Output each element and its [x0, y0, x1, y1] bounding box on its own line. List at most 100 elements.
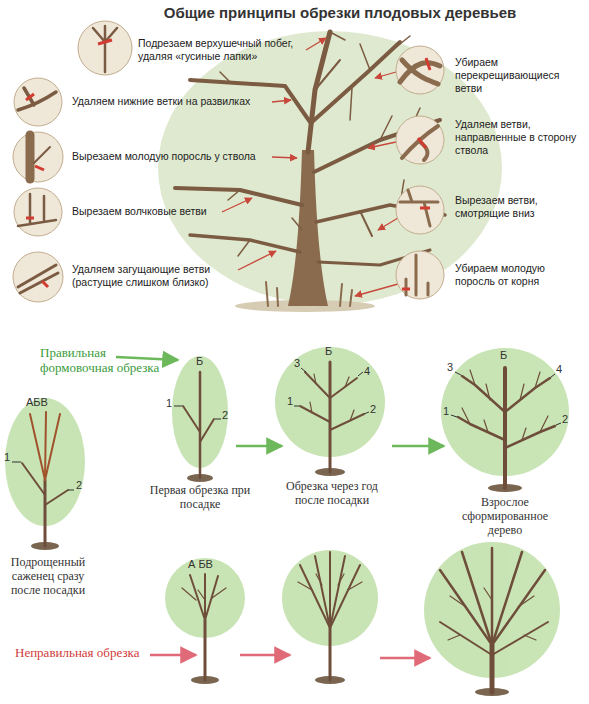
- callout-letter: 1: [287, 396, 293, 407]
- stage-branches: [200, 419, 214, 442]
- detail-icon: [396, 46, 444, 94]
- stage-branches: [182, 588, 196, 600]
- detail-icon: [426, 58, 430, 70]
- detail-icon: [396, 116, 444, 164]
- callout-letter: 3: [294, 358, 300, 369]
- stage-branches: [535, 372, 540, 388]
- leader-arrows: [378, 218, 398, 230]
- stage-branches: [45, 412, 46, 480]
- tree-trunk: [288, 150, 328, 306]
- number-ticks: [68, 490, 74, 491]
- stage-branches: [329, 362, 332, 472]
- number-ticks: [556, 423, 561, 425]
- tree-branches: [360, 211, 372, 236]
- callout-letter: 1: [166, 398, 172, 409]
- detail-icon: [400, 190, 438, 226]
- callout-text: Удаляем ветви, направленные в сторону ст…: [455, 118, 585, 156]
- detail-icon: [13, 252, 63, 302]
- callout-letter: 2: [222, 410, 228, 421]
- detail-icon: [396, 251, 444, 299]
- stage-branches: [199, 372, 202, 478]
- stage-branches: [310, 402, 312, 413]
- stage-branches: [204, 620, 207, 680]
- detail-icon: [14, 188, 62, 236]
- detail-icon: [78, 21, 132, 75]
- leader-arrows: [272, 100, 291, 102]
- stage-branches: [314, 374, 316, 384]
- stage-branches: [329, 628, 332, 680]
- stage-branches: [448, 635, 460, 640]
- detail-icon: [396, 46, 444, 94]
- stage-branches: [330, 414, 364, 430]
- callout-text: Удаляем загущающие ветви (растущие слишк…: [72, 263, 237, 289]
- stage-arrows: [116, 357, 444, 658]
- detail-icon: [78, 21, 132, 75]
- stage-branches: [524, 635, 536, 640]
- stage-branches: [45, 490, 68, 505]
- detail-icon: [14, 78, 62, 126]
- callout-text: Убираем молодую поросль от корня: [455, 262, 585, 288]
- stage-branches: [505, 426, 555, 448]
- stage-branches: [22, 362, 555, 692]
- stage-branches: [450, 596, 466, 607]
- callout-letter: 2: [76, 480, 82, 491]
- stage-branches: [540, 416, 548, 432]
- stage-branches: [345, 377, 349, 387]
- detail-icon: [402, 288, 410, 291]
- tree-branches: [190, 235, 300, 252]
- number-ticks: [12, 368, 561, 490]
- detail-icon: [98, 40, 112, 44]
- stage-arrows: [392, 445, 444, 448]
- detail-icon: [400, 60, 440, 84]
- callout-letter: АБВ: [26, 397, 48, 408]
- detail-icon: [402, 126, 438, 160]
- leader-arrows: [355, 284, 398, 296]
- callout-letter: Б: [500, 350, 507, 361]
- callout-letter: 4: [364, 366, 370, 377]
- tree-branches: [340, 284, 342, 306]
- stage-branches: [522, 428, 526, 440]
- stage-branches: [462, 552, 492, 645]
- number-ticks: [174, 406, 182, 407]
- stage-caption: Взрослое сформированное дерево: [453, 496, 557, 537]
- tree-branches: [350, 88, 352, 120]
- detail-icon: [396, 186, 444, 234]
- stage-branches: [458, 417, 505, 440]
- stage-branches: [300, 565, 330, 628]
- stage-branches: [315, 556, 330, 628]
- tree-branches: [308, 32, 330, 152]
- detail-icon: [13, 132, 63, 182]
- callout-letter: Б: [196, 356, 203, 367]
- stage-branches: [520, 384, 524, 400]
- detail-icon: [18, 194, 56, 226]
- number-ticks: [451, 415, 457, 417]
- tree-branches: [315, 60, 340, 90]
- stage-branches: [212, 588, 226, 598]
- number-ticks: [301, 368, 306, 372]
- stage-branches: [462, 408, 470, 424]
- detail-icon: [18, 88, 56, 110]
- tree-branches: [360, 44, 370, 70]
- detail-icon: [396, 116, 444, 164]
- detail-icon: [418, 138, 426, 148]
- leader-arrows: [375, 72, 396, 78]
- tree-branches: [330, 32, 345, 40]
- stage-caption: Обрезка через год после посадки: [280, 480, 384, 508]
- leader-arrows: [368, 142, 396, 148]
- detail-icon: [13, 132, 63, 182]
- stage-branches: [198, 590, 205, 600]
- stage-ground: [31, 468, 522, 696]
- stage-branches: [330, 565, 360, 628]
- stage-branches: [300, 406, 330, 422]
- number-ticks: [551, 374, 555, 377]
- detail-icon: [14, 188, 62, 236]
- stage-branches: [45, 414, 60, 480]
- stage-branches: [330, 556, 345, 628]
- stage-branches: [348, 582, 362, 590]
- stage-arrows: [236, 445, 282, 448]
- number-ticks: [294, 406, 299, 407]
- stage-branches: [44, 480, 47, 546]
- stage-branches: [484, 588, 492, 600]
